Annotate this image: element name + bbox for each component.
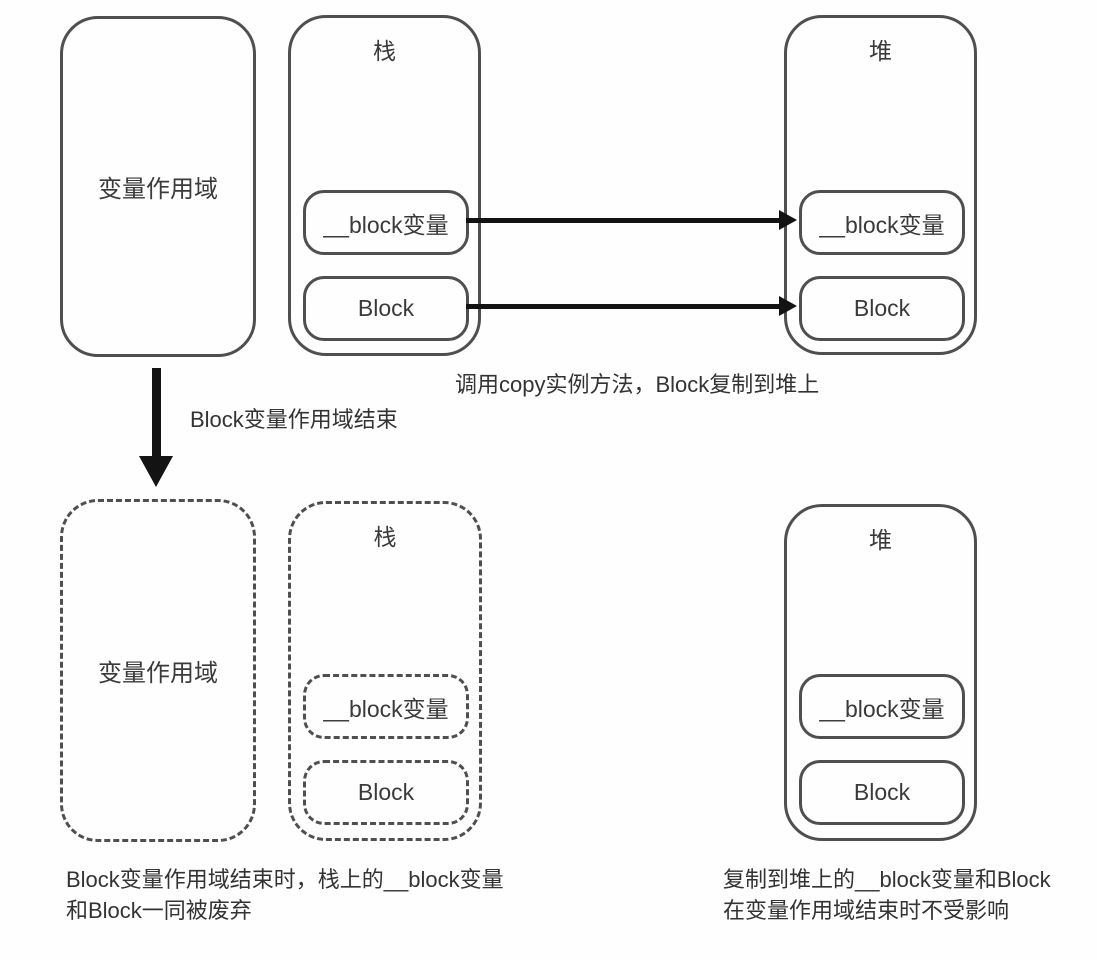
- arrow-shaft: [466, 217, 781, 223]
- stack-discard-caption-line2: 和Block一同被废弃: [66, 898, 252, 923]
- transition-label: Block变量作用域结束: [190, 407, 398, 432]
- arrow-head: [779, 210, 797, 230]
- arrow-shaft: [151, 368, 161, 457]
- stack-box-bottom-discarded: 栈 __block变量 Block: [288, 501, 482, 841]
- stack-title-top: 栈: [373, 38, 396, 64]
- scope-label-top: 变量作用域: [98, 176, 218, 203]
- heap-title-bottom: 堆: [869, 527, 892, 553]
- arrow-head: [139, 456, 173, 487]
- heap-unaffected-caption-line2: 在变量作用域结束时不受影响: [723, 898, 1010, 923]
- arrow-block-to-heap-icon: [466, 296, 797, 316]
- heap-block-node-top: Block: [799, 276, 965, 341]
- heap-block-var-node-top: __block变量: [799, 190, 965, 255]
- arrow-blockvar-to-heap-icon: [466, 210, 797, 230]
- scope-end-down-arrow-icon: [139, 368, 173, 488]
- stack-block-node-bottom: Block: [303, 760, 469, 825]
- heap-unaffected-caption-line1: 复制到堆上的__block变量和Block: [723, 867, 1051, 892]
- stack-block-var-node-top: __block变量: [303, 190, 469, 255]
- heap-box-top: 堆 __block变量 Block: [784, 15, 977, 355]
- stack-box-top: 栈 __block变量 Block: [288, 15, 481, 356]
- stack-block-var-node-bottom: __block变量: [303, 674, 469, 739]
- stack-block-node-top: Block: [303, 276, 469, 341]
- scope-box-top: 变量作用域: [60, 16, 256, 357]
- heap-box-bottom: 堆 __block变量 Block: [784, 504, 977, 841]
- stack-discard-caption: Block变量作用域结束时，栈上的__block变量 和Block一同被废弃: [66, 864, 504, 926]
- stack-title-bottom: 栈: [373, 524, 397, 550]
- heap-title-top: 堆: [869, 38, 892, 64]
- heap-block-var-node-bottom: __block变量: [799, 674, 965, 739]
- stack-discard-caption-line1: Block变量作用域结束时，栈上的__block变量: [66, 867, 504, 892]
- scope-box-bottom-discarded: 变量作用域: [60, 499, 256, 842]
- heap-block-node-bottom: Block: [799, 760, 965, 825]
- heap-unaffected-caption: 复制到堆上的__block变量和Block 在变量作用域结束时不受影响: [723, 864, 1051, 926]
- copy-caption: 调用copy实例方法，Block复制到堆上: [455, 372, 820, 397]
- arrow-shaft: [466, 303, 781, 309]
- arrow-head: [779, 296, 797, 316]
- scope-label-bottom: 变量作用域: [98, 660, 218, 687]
